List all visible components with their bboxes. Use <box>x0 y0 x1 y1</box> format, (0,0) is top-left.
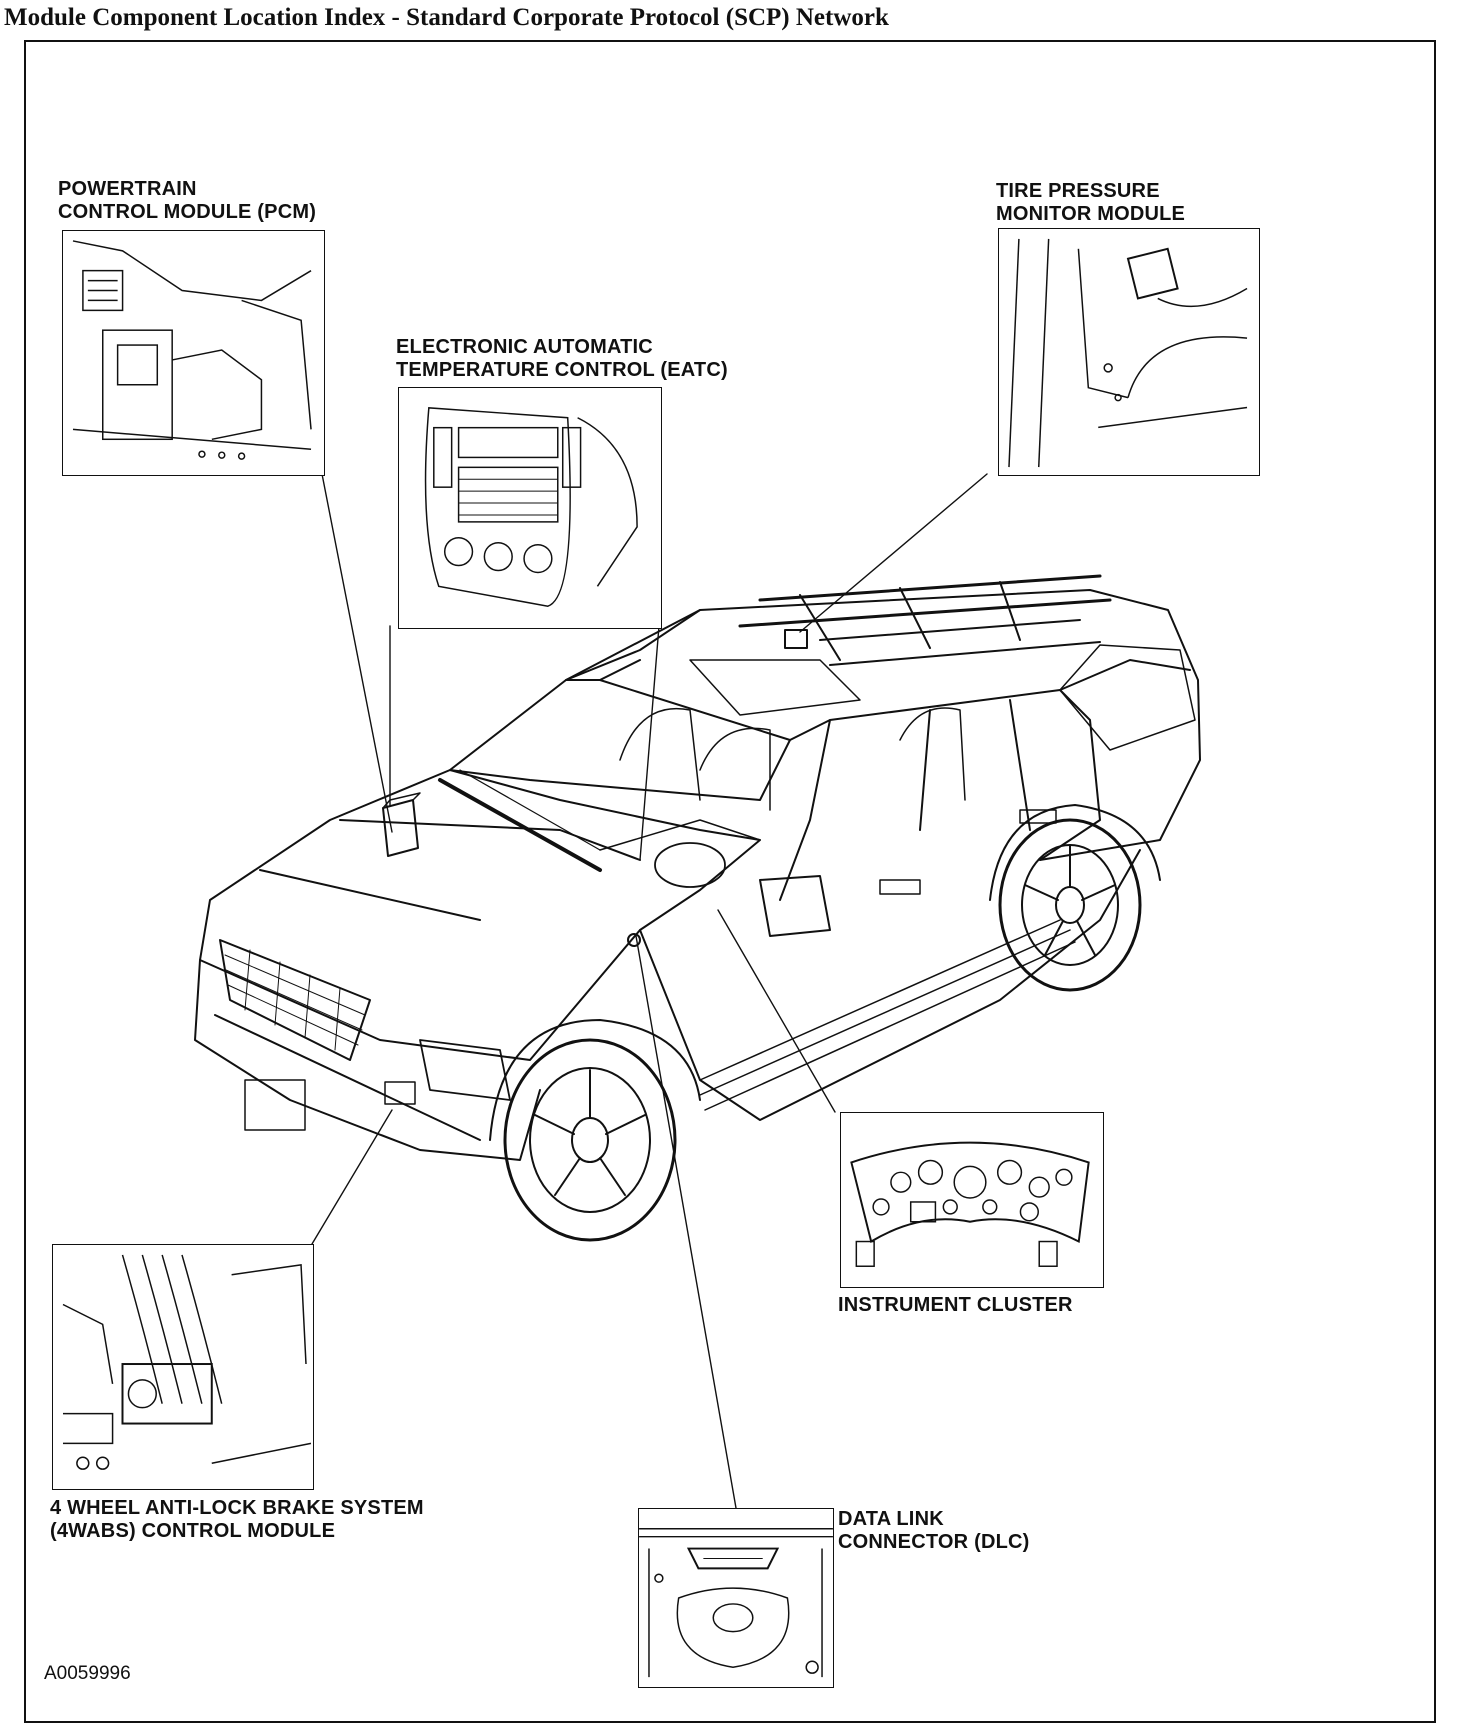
abs-inset <box>52 1244 314 1490</box>
tpm-label: TIRE PRESSURE MONITOR MODULE <box>996 180 1185 226</box>
diagram-frame <box>24 40 1436 1723</box>
abs-label-line-2: (4WABS) CONTROL MODULE <box>50 1520 336 1542</box>
pcm-label-line-1: POWERTRAIN <box>58 178 197 200</box>
dlc-illustration <box>639 1528 833 1678</box>
abs-label-line-1: 4 WHEEL ANTI-LOCK BRAKE SYSTEM <box>50 1497 424 1519</box>
pcm-label-line-2: CONTROL MODULE (PCM) <box>58 201 317 223</box>
cluster-label: INSTRUMENT CLUSTER <box>838 1294 1073 1317</box>
tpm-inset <box>998 228 1260 476</box>
abs-label: 4 WHEEL ANTI-LOCK BRAKE SYSTEM (4WABS) C… <box>50 1497 424 1543</box>
figure-code: A0059996 <box>44 1663 131 1684</box>
pcm-label: POWERTRAIN CONTROL MODULE (PCM) <box>58 178 316 224</box>
dlc-label: DATA LINK CONNECTOR (DLC) <box>838 1508 1030 1554</box>
abs-illustration <box>62 1254 312 1470</box>
tpm-label-line-2: MONITOR MODULE <box>996 203 1186 225</box>
dlc-inset <box>638 1508 834 1688</box>
eatc-inset <box>398 387 662 629</box>
tpm-label-line-1: TIRE PRESSURE <box>996 180 1160 202</box>
page-title: Module Component Location Index - Standa… <box>4 4 889 31</box>
dlc-label-line-2: CONNECTOR (DLC) <box>838 1531 1030 1553</box>
pcm-inset <box>62 230 325 476</box>
vehicle-body <box>194 574 1201 1242</box>
dlc-label-line-1: DATA LINK <box>838 1508 944 1530</box>
eatc-illustration <box>424 407 638 607</box>
cluster-label-line-1: INSTRUMENT CLUSTER <box>838 1294 1073 1316</box>
eatc-label-line-1: ELECTRONIC AUTOMATIC <box>396 336 653 358</box>
pcm-illustration <box>72 240 312 460</box>
cluster-illustration <box>850 1141 1090 1267</box>
leader-lines <box>311 473 988 1509</box>
tpm-illustration <box>1008 238 1248 468</box>
cluster-inset <box>840 1112 1104 1288</box>
eatc-label-line-2: TEMPERATURE CONTROL (EATC) <box>396 359 728 381</box>
eatc-label: ELECTRONIC AUTOMATIC TEMPERATURE CONTROL… <box>396 336 728 382</box>
